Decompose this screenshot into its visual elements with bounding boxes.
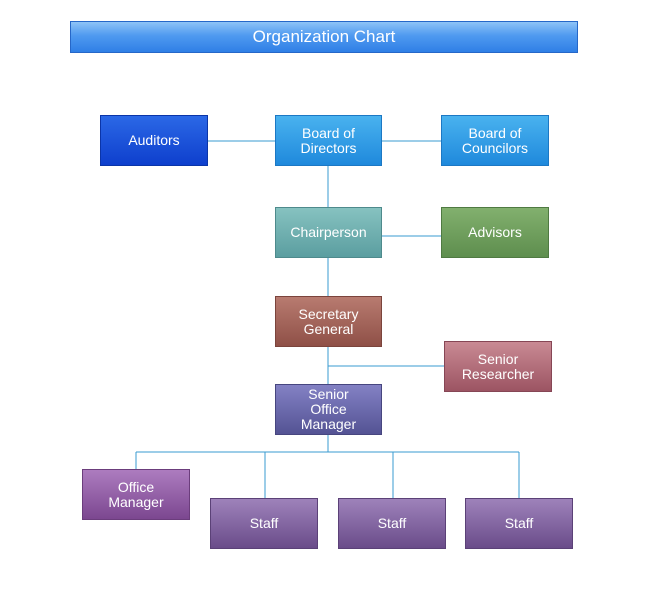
node-board-of-councilors: Board of Councilors (441, 115, 549, 166)
node-chairperson: Chairperson (275, 207, 382, 258)
node-staff-2: Staff (338, 498, 446, 549)
node-senior-office-manager: Senior Office Manager (275, 384, 382, 435)
chart-title: Organization Chart (70, 21, 578, 53)
node-advisors: Advisors (441, 207, 549, 258)
node-office-manager: Office Manager (82, 469, 190, 520)
node-board-of-directors: Board of Directors (275, 115, 382, 166)
node-auditors: Auditors (100, 115, 208, 166)
node-staff-3: Staff (465, 498, 573, 549)
node-staff-1: Staff (210, 498, 318, 549)
node-senior-researcher: Senior Researcher (444, 341, 552, 392)
node-secretary-general: Secretary General (275, 296, 382, 347)
